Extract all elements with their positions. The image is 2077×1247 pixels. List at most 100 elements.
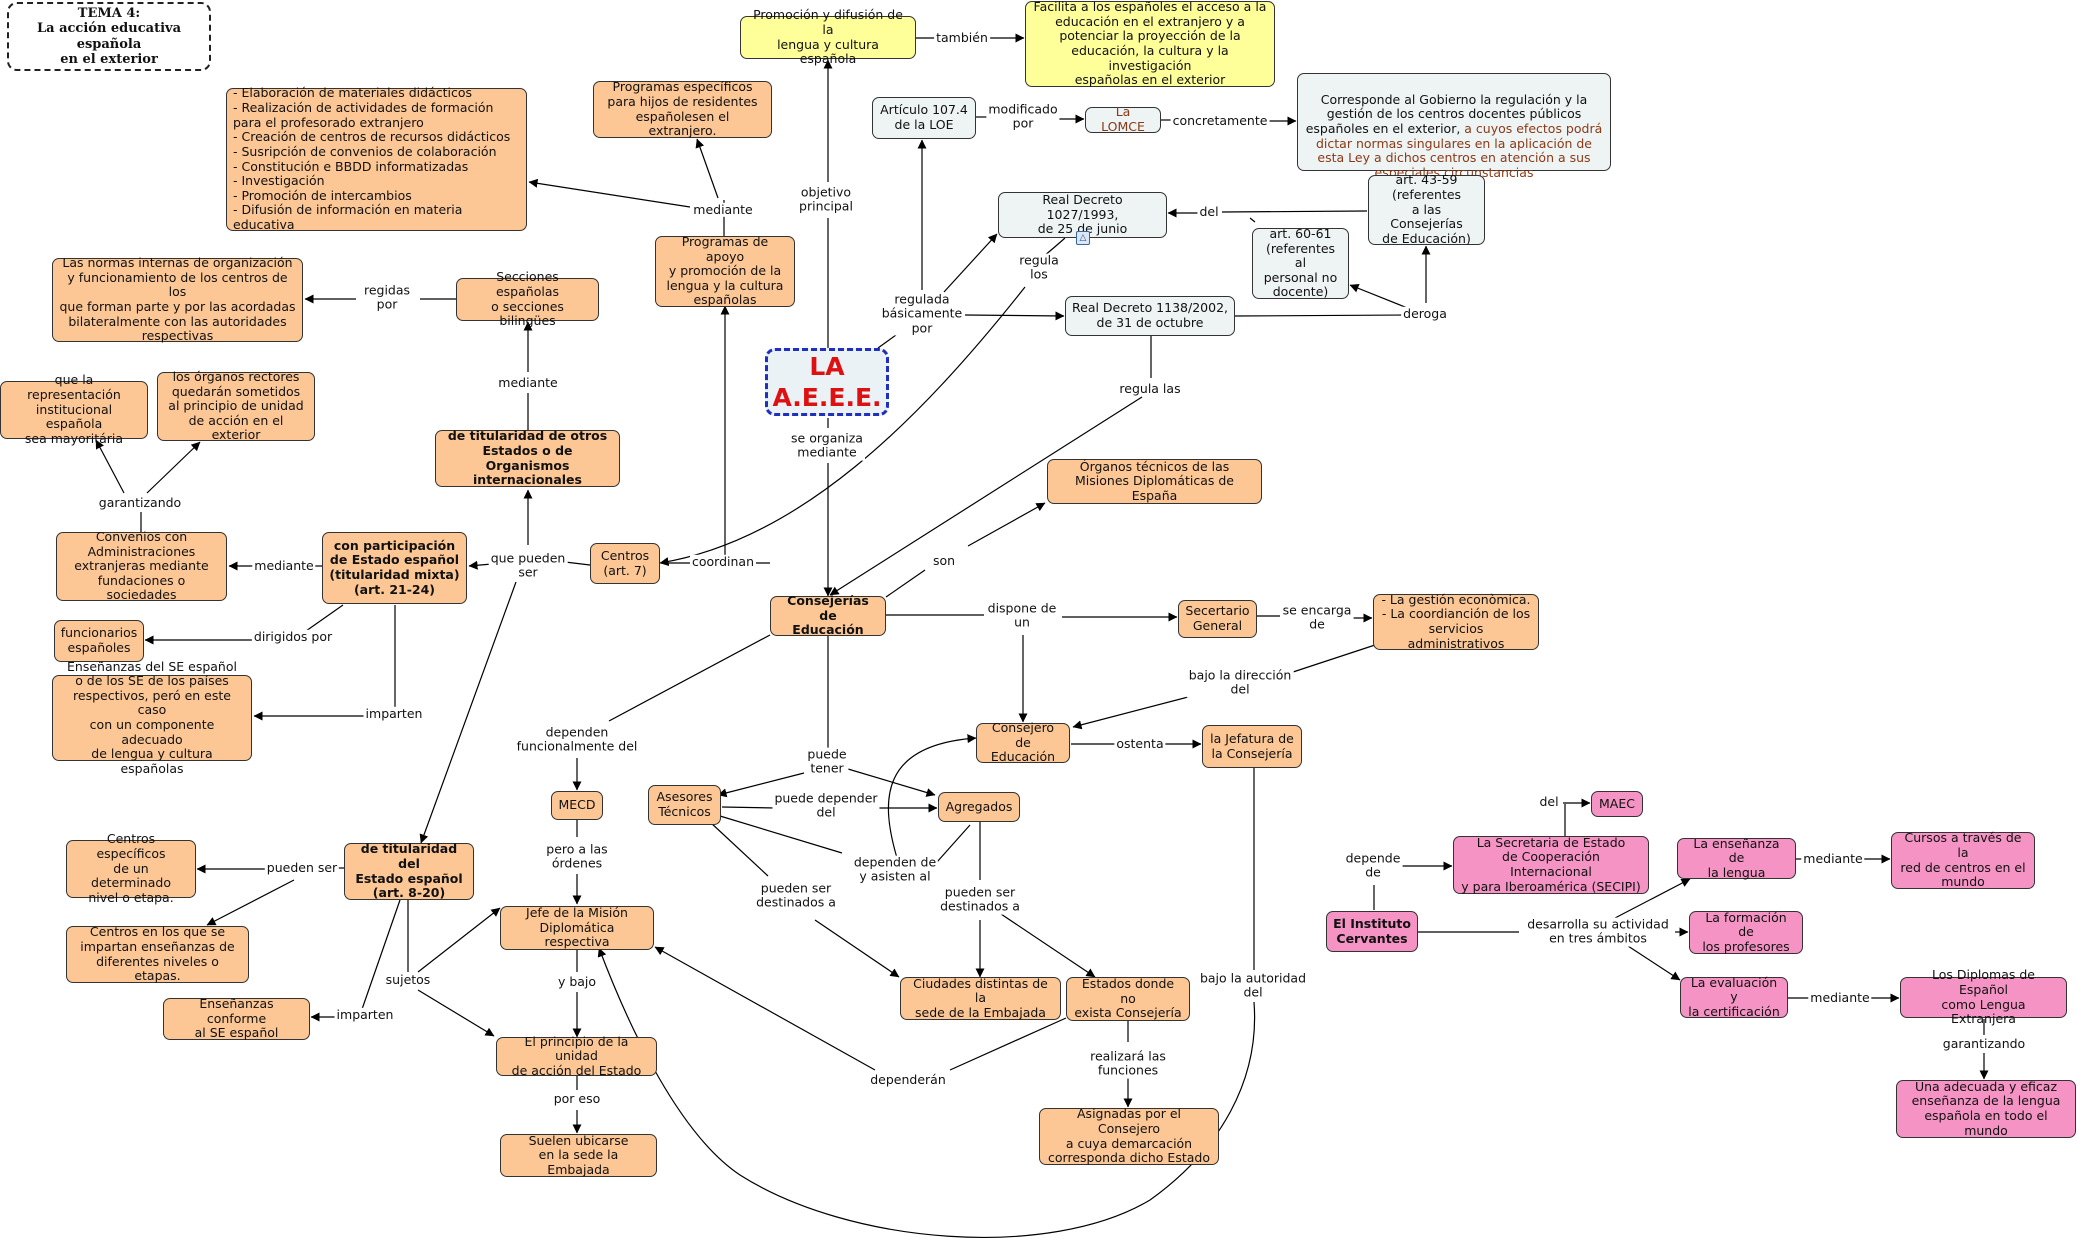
node-estados[interactable]: Estados donde no exista Consejería: [1066, 976, 1190, 1021]
edge-asesores-puededepender: [721, 806, 777, 809]
corresponde-extra-text: a cuyos efectos podrá dictar normas sing…: [1316, 120, 1603, 180]
label-regulada: regulada básicamente por: [879, 291, 965, 336]
edge-regula-centros: [659, 286, 1026, 567]
node-art-60-61[interactable]: art. 60-61 (referentes al personal no do…: [1252, 226, 1349, 299]
node-promocion[interactable]: Promoción y difusión de la lengua y cult…: [740, 7, 916, 66]
node-participacion[interactable]: con participación de Estado español (tit…: [322, 532, 467, 604]
edge-desarrolla-lengua: [1614, 878, 1691, 919]
node-secciones[interactable]: Secciones españolas o secciones bilingüe…: [456, 269, 599, 328]
label-mediante-ic2: mediante: [1808, 989, 1872, 1006]
edge-estados-dependeran: [949, 1017, 1067, 1071]
node-facilita[interactable]: Facilita a los españoles el acceso a la …: [1025, 0, 1275, 87]
label-regidas: regidas por: [361, 282, 413, 313]
label-destinados1: pueden ser destinados a: [754, 880, 838, 911]
node-articulo-loe[interactable]: Artículo 107.4 de la LOE: [872, 97, 976, 139]
node-principio[interactable]: El principio de la unidad de acción del …: [496, 1034, 657, 1078]
node-mecd[interactable]: MECD: [551, 791, 603, 820]
node-gestion[interactable]: - La gestión econòmica. - La coordianció…: [1373, 592, 1539, 650]
edge-garantizando-organos: [146, 441, 201, 494]
label-dependeran: dependerán: [868, 1071, 948, 1088]
label-desarrolla: desarrolla su actividad en tres ámbitos: [1525, 916, 1671, 947]
page-title: TEMA 4: La acción educativa española en …: [7, 2, 211, 71]
label-se-organiza: se organiza mediante: [789, 430, 865, 461]
label-puede-depender: puede depender del: [772, 790, 880, 821]
edge-participacion-dirigidos: [305, 604, 344, 632]
edge-destinados2-estados: [997, 911, 1096, 978]
node-ensenanza-lengua[interactable]: La enseñanza de la lengua: [1677, 836, 1796, 880]
node-elaboracion[interactable]: - Elaboración de materiales didácticos -…: [226, 86, 527, 232]
node-normas[interactable]: Las normas internas de organización y fu…: [52, 255, 303, 343]
label-regula-las: regula las: [1117, 380, 1183, 397]
edge-quepueden-estado: [419, 581, 517, 844]
node-corresponde[interactable]: Corresponde al Gobierno la regulación y …: [1297, 73, 1611, 180]
title-line-2: La acción educativa española: [36, 21, 181, 52]
node-suelen[interactable]: Suelen ubicarse en la sede la Embajada: [500, 1133, 657, 1177]
node-organos-rectores[interactable]: los órganos rectores quedarán sometidos …: [157, 369, 315, 442]
label-destinados2: pueden ser destinados a: [938, 884, 1022, 915]
node-maec[interactable]: MAEC: [1591, 791, 1643, 817]
node-consejerias[interactable]: Consejerías de Educación: [770, 593, 886, 637]
node-secretaria[interactable]: La Secretaria de Estado de Cooperación I…: [1453, 835, 1649, 894]
node-evaluacion[interactable]: La evaluación y la certificación: [1680, 975, 1788, 1019]
edge-gestion-bajo: [1292, 644, 1376, 673]
edge-mediante-elaboracion: [528, 178, 691, 208]
node-centros-especificos[interactable]: Centros específicos de un determinado ni…: [66, 832, 196, 905]
node-organos-tecnicos[interactable]: Órganos técnicos de las Misiones Diplomá…: [1047, 459, 1262, 504]
label-bajo-direccion: bajo la dirección del: [1186, 667, 1294, 698]
node-funcionarios[interactable]: funcionarios españoles: [54, 620, 144, 662]
node-cursos[interactable]: Cursos a través de la red de centros en …: [1891, 830, 2035, 889]
node-instituto[interactable]: El Instituto Cervantes: [1326, 911, 1418, 952]
node-rd-1027[interactable]: Real Decreto 1027/1993, de 25 de junio: [998, 192, 1167, 238]
node-diplomas[interactable]: Los Diplomas de Español como Lengua Extr…: [1900, 967, 2067, 1026]
node-titularidad-otros[interactable]: de titularidad de otros Estados o de Org…: [435, 428, 620, 487]
edge-art43-del: [1221, 210, 1368, 213]
label-del-rd: del: [1197, 203, 1221, 220]
edge-son-organos: [967, 502, 1046, 547]
attachment-icon[interactable]: △: [1076, 231, 1090, 245]
node-secretario[interactable]: Secertario General: [1178, 600, 1257, 638]
label-dirigidos: dirigidos por: [251, 628, 335, 645]
label-mediante-sec: mediante: [496, 374, 560, 391]
label-mediante-ic1: mediante: [1801, 850, 1865, 867]
node-programas-apoyo[interactable]: Programas de apoyo y promoción de la len…: [655, 234, 795, 307]
node-ciudades[interactable]: Ciudades distintas de la sede de la Emba…: [900, 976, 1061, 1020]
node-consejero[interactable]: Consejero de Educación: [976, 720, 1070, 764]
node-centros[interactable]: Centros (art. 7): [590, 543, 660, 584]
node-programas-hijos[interactable]: Programas específicos para hijos de resi…: [593, 79, 772, 138]
label-dependen-asisten: dependen de y asisten al: [851, 854, 939, 885]
label-que-pueden: que pueden ser: [488, 550, 568, 581]
node-asignadas[interactable]: Asignadas por el Consejero a cuya demarc…: [1039, 1106, 1219, 1165]
node-rd-1138[interactable]: Real Decreto 1138/2002, de 31 de octubre: [1065, 296, 1235, 336]
edge-consejerias-dependen: [608, 634, 771, 722]
node-representacion[interactable]: que la representación institucional espa…: [0, 373, 148, 446]
label-imparten1: imparten: [363, 705, 425, 722]
node-asesores[interactable]: Asesores Técnicos: [648, 785, 721, 825]
label-pero: pero a las órdenes: [544, 841, 610, 872]
node-titularidad-estado[interactable]: de titularidad del Estado español (art. …: [344, 841, 474, 900]
label-realizara: realizará las funciones: [1088, 1048, 1168, 1079]
node-adecuada[interactable]: Una adecuada y eficaz enseñanza de la le…: [1896, 1079, 2076, 1138]
label-sujetos: sujetos: [383, 971, 433, 988]
label-son: son: [930, 552, 958, 569]
edge-dependeran-jefe: [654, 946, 876, 1071]
edge-centros-quepueden: [564, 561, 591, 566]
node-aeee[interactable]: LA A.E.E.E.: [765, 348, 889, 416]
node-centros-varios[interactable]: Centros en los que se impartan enseñanza…: [66, 924, 249, 983]
node-agregados[interactable]: Agregados: [938, 792, 1020, 822]
label-por-eso: por eso: [551, 1090, 603, 1107]
node-convenios[interactable]: Convenios con Administraciones extranjer…: [56, 529, 227, 602]
node-ensenanzas-se[interactable]: Enseñanzas del SE español o de los SE de…: [52, 659, 252, 776]
label-pueden-ser: pueden ser: [264, 859, 340, 876]
node-formacion[interactable]: La formación de los profesores: [1689, 910, 1803, 954]
edge-art60-del: [1249, 217, 1256, 223]
node-ensenanzas-conforme[interactable]: Enseñanzas conforme al SE español: [163, 996, 310, 1040]
label-garantizando2: garantizando: [1940, 1035, 2028, 1052]
node-jefe-mision[interactable]: Jefe de la Misión Diplomática respectiva: [500, 905, 654, 950]
node-jefatura[interactable]: la Jefatura de la Consejería: [1202, 725, 1302, 768]
node-lomce[interactable]: La LOMCE: [1085, 105, 1161, 134]
edge-rd1138-deroga: [1234, 314, 1406, 317]
node-art-43-59[interactable]: art. 43-59 (referentes a las Consejerías…: [1368, 173, 1485, 246]
label-deroga: deroga: [1401, 305, 1449, 322]
edge-deroga-art60: [1349, 283, 1411, 310]
